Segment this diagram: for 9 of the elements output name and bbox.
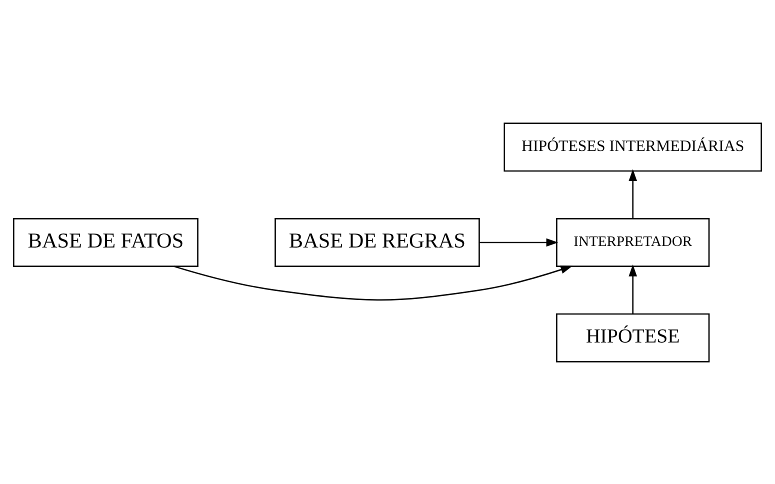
arrow	[628, 168, 638, 218]
arrow	[628, 264, 638, 314]
node-box: BASE DE REGRAS	[274, 218, 480, 266]
arrow	[174, 265, 573, 300]
node-box: HIPÓTESE	[556, 312, 710, 362]
node-box: INTERPRETADOR	[556, 218, 710, 266]
arrow	[480, 238, 558, 246]
node-box: BASE DE FATOS	[13, 218, 198, 266]
node-box: HIPÓTESES INTERMEDIÁRIAS	[504, 122, 762, 172]
